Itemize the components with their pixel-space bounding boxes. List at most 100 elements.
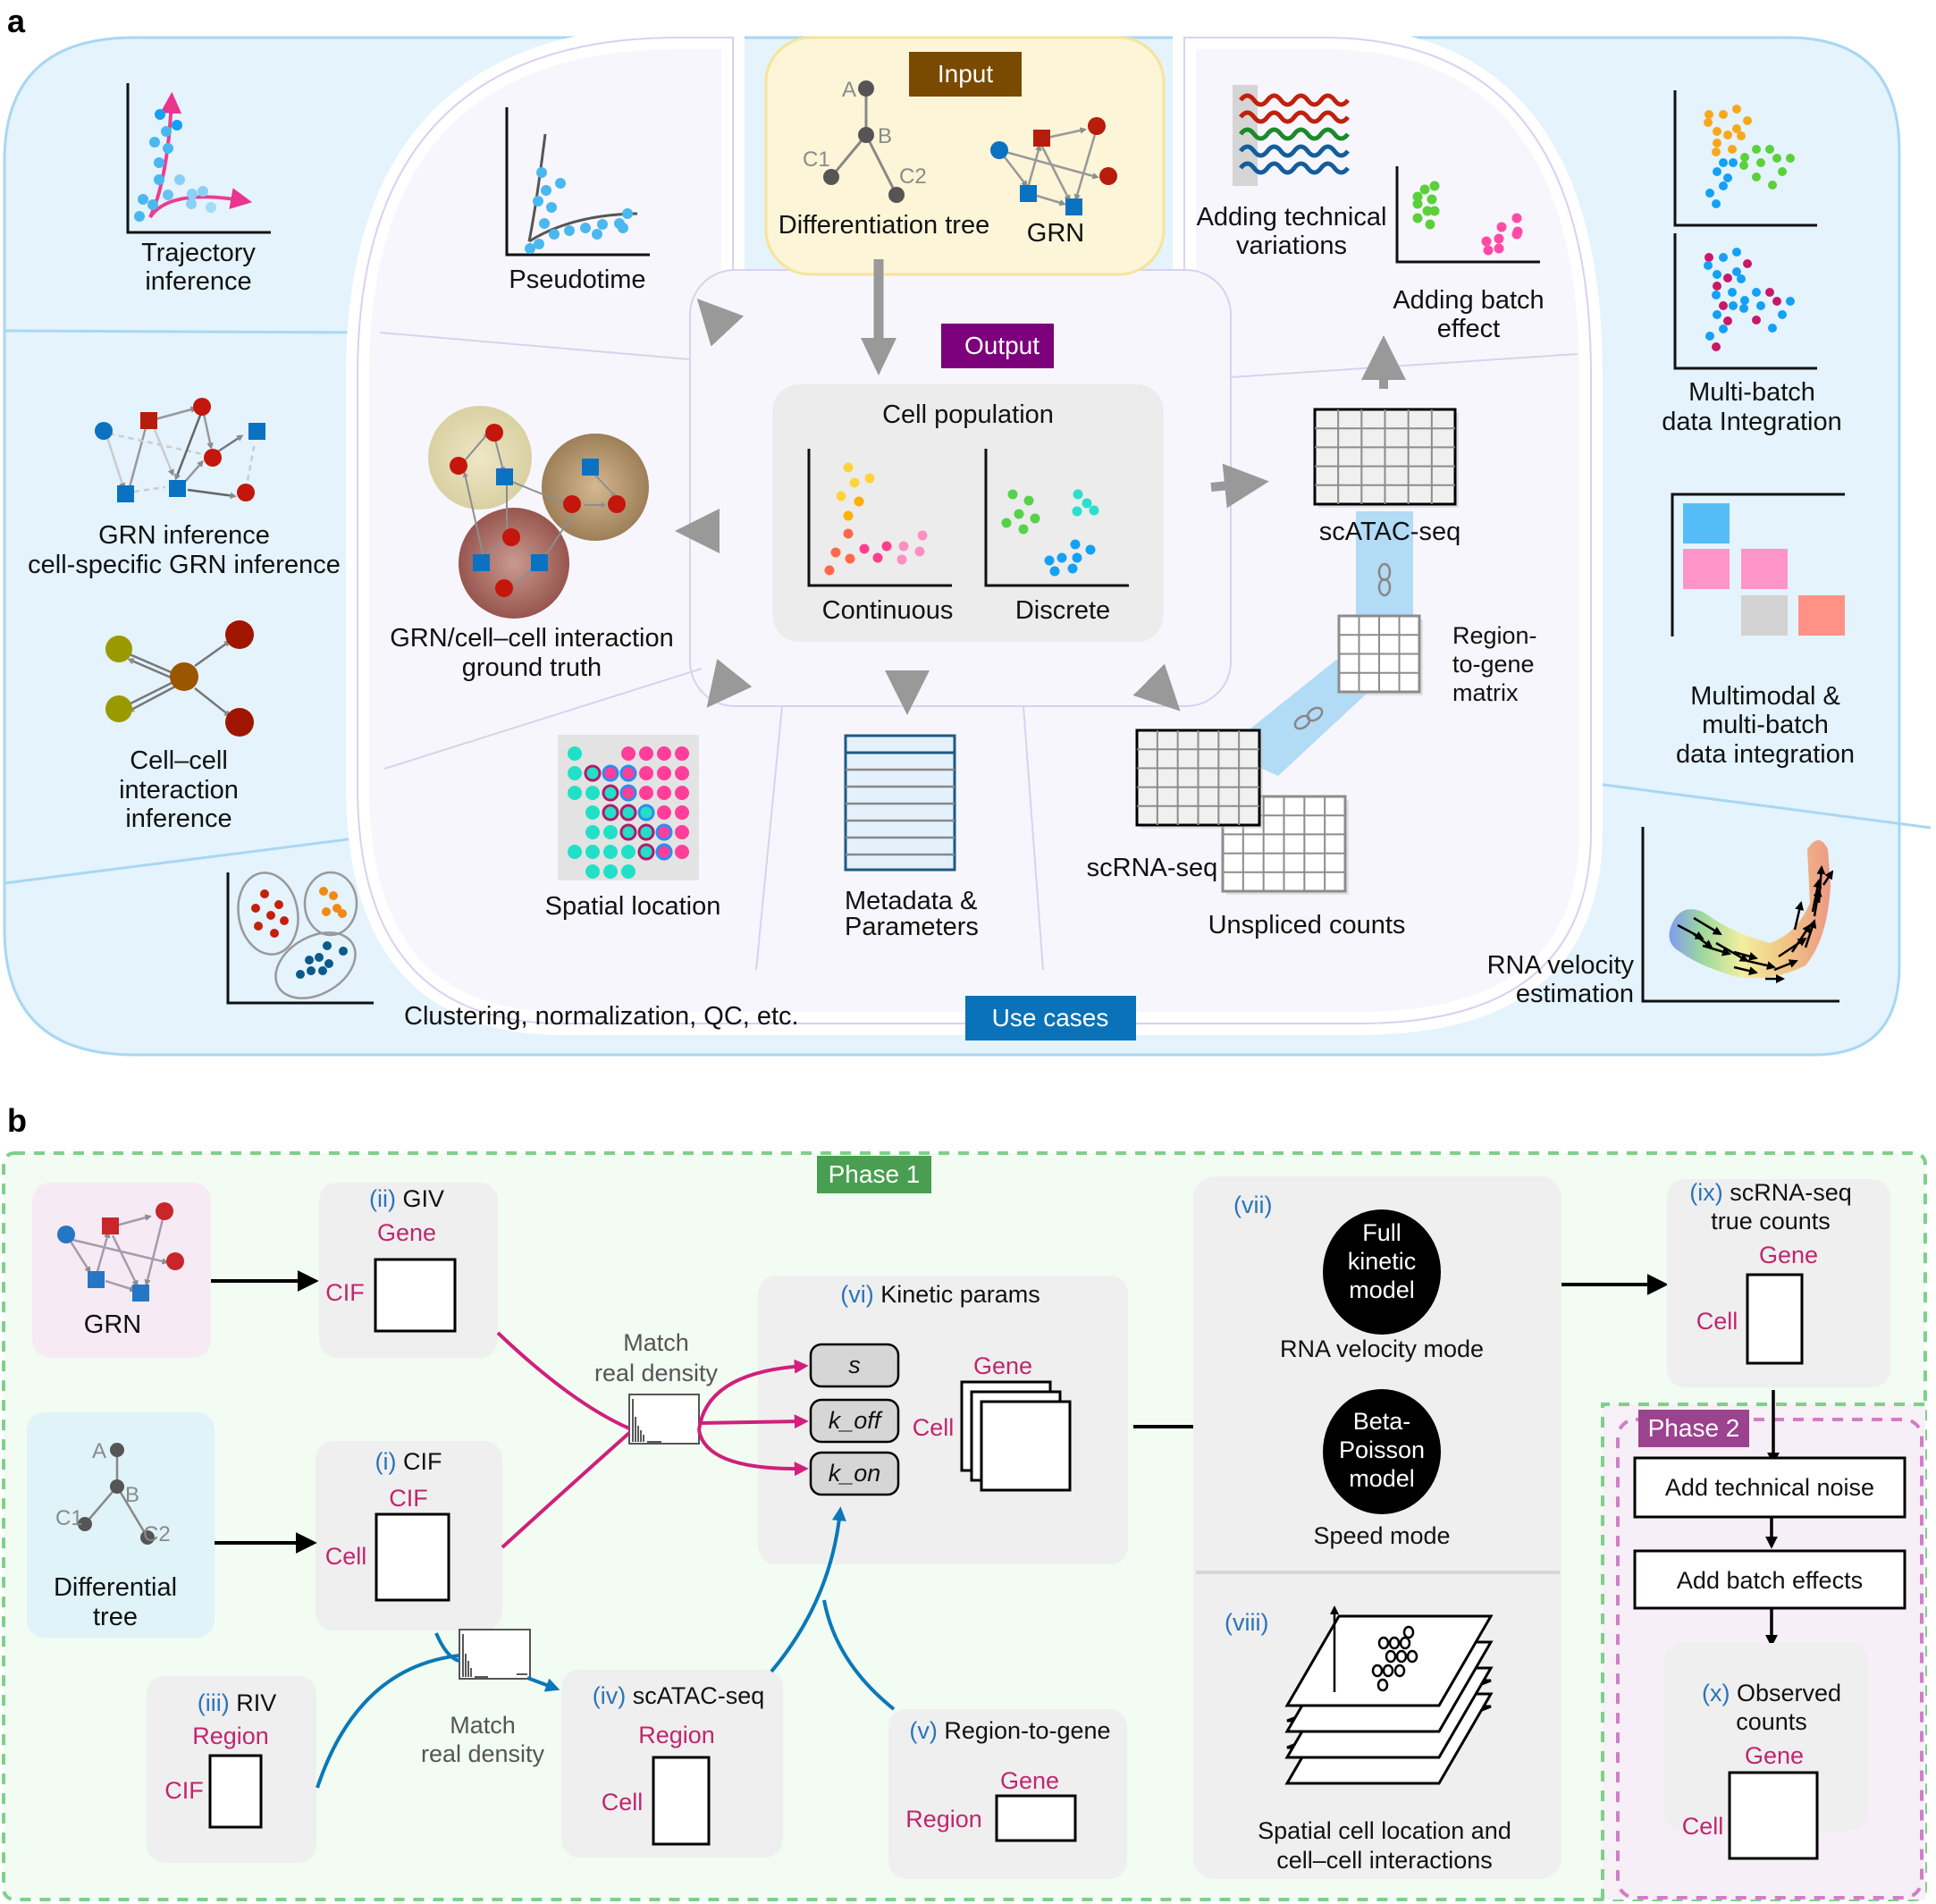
pseudotime-dot [549, 229, 560, 240]
batch-dot [1705, 110, 1713, 119]
observed-title-1: (x) Observed [1702, 1680, 1841, 1706]
true-counts-row-label: Cell [1696, 1308, 1738, 1335]
continuous-label: Continuous [822, 596, 954, 625]
spatial-dot [619, 784, 637, 802]
scatter-dot [845, 553, 855, 564]
velocity-arrow [1773, 959, 1798, 972]
region-to-gene-label-1: Region- [1452, 622, 1537, 649]
continuous-scatter [824, 462, 928, 576]
grn-inference-icon [95, 398, 265, 502]
spatial-dot [602, 804, 619, 821]
scatac-label: scATAC-seq [1319, 518, 1460, 546]
output-tag [941, 324, 1054, 368]
trajectory-dot [172, 120, 182, 131]
metadata-label-1: Metadata & [845, 887, 977, 915]
grn-ground-truth-label-2: ground truth [462, 653, 602, 682]
param-k-off: k_off [809, 1398, 900, 1444]
panel-a-letter: a [7, 3, 26, 39]
giv-title: (ii) GIV [369, 1185, 444, 1212]
cluster-dot [280, 916, 289, 925]
scatac-col-label: Region [638, 1722, 715, 1748]
batch-dot [1719, 158, 1728, 167]
batch-dot [1412, 191, 1423, 202]
cluster-dot [296, 970, 305, 979]
batch-dot [1712, 199, 1721, 208]
giv-matrix [374, 1258, 457, 1333]
batch-dot [1705, 332, 1714, 341]
scatter-dot [872, 552, 883, 563]
pseudotime-dot [525, 243, 535, 254]
trajectory-dot [174, 174, 185, 185]
spatial-dot [655, 823, 673, 841]
trajectory-dot [134, 211, 145, 222]
cluster-dot [307, 966, 316, 975]
batch-dot [1412, 213, 1423, 223]
spatial-dot [675, 766, 689, 780]
spatial-dots [568, 746, 689, 879]
clustering-plot [226, 871, 374, 1005]
wave-line [1239, 127, 1350, 141]
svg-text:C1: C1 [55, 1506, 83, 1530]
batch-dot [1752, 145, 1761, 154]
scatter-dot [1007, 489, 1018, 500]
svg-text:s: s [848, 1352, 861, 1378]
batch-dot [1483, 245, 1494, 256]
multi-batch-label-2: data Integration [1662, 408, 1842, 436]
speed-mode: Speed mode [1313, 1522, 1450, 1549]
batch-dot [1704, 118, 1713, 127]
svg-text:Poisson: Poisson [1339, 1436, 1425, 1463]
batch-dot [1729, 301, 1738, 310]
true-counts-title-1: (ix) scRNA-seq [1689, 1179, 1852, 1206]
cluster-dot [270, 929, 279, 938]
trajectory-dot [163, 190, 173, 200]
r2g-title: (v) Region-to-gene [909, 1717, 1110, 1744]
cell-population-box [772, 384, 1164, 642]
pseudotime-dot [539, 218, 550, 229]
spatial-dot [621, 845, 636, 859]
spatial-dot [585, 845, 600, 859]
batch-dot [1712, 147, 1721, 156]
riv-col-label: Region [192, 1723, 269, 1749]
add-batch-effects-step [1633, 1549, 1907, 1610]
batch-dot [1752, 288, 1761, 297]
spatial-dot [639, 766, 653, 780]
spatial-dot [675, 825, 689, 839]
scatter-dot [1049, 566, 1060, 577]
spatial-b-label-2: cell–cell interactions [1276, 1847, 1493, 1874]
observed-col-label: Gene [1745, 1742, 1804, 1769]
pseudotime-dot [536, 167, 547, 178]
spatial-dot [637, 804, 655, 821]
diff-tree-label-1: Differential [54, 1573, 177, 1602]
pseudotime-dot [622, 208, 633, 219]
scatter-dot [1085, 544, 1096, 555]
batch-dot [1729, 158, 1738, 167]
scatter-dot [1001, 518, 1012, 528]
batch-effect-label-2: effect [1437, 315, 1500, 343]
region-to-gene-label-3: matrix [1452, 679, 1519, 706]
scatter-dot [843, 510, 854, 521]
batch-dot [1705, 253, 1713, 262]
batch-dot [1429, 181, 1440, 191]
true-counts-matrix [1746, 1273, 1804, 1365]
svg-text:C2: C2 [899, 164, 927, 189]
scatter-dot [1089, 505, 1099, 516]
phase1-tag [817, 1156, 931, 1193]
match-density-2-line1: Match [450, 1712, 516, 1739]
batch-dot [1739, 161, 1748, 170]
batch-dot [1752, 173, 1761, 181]
scatter-dot [917, 530, 928, 541]
batch-dot [1705, 189, 1714, 198]
batch-dot [1739, 304, 1748, 313]
batch-dot [1732, 248, 1741, 257]
region-to-gene-matrix [1337, 614, 1423, 695]
batch-dot [1732, 267, 1741, 276]
velocity-arrow [1702, 944, 1731, 956]
spatial-dot [621, 864, 636, 879]
batch-dot [1752, 316, 1761, 324]
giv-col-label: Gene [377, 1219, 436, 1246]
cluster-dot [260, 889, 269, 898]
batch-effect-label-1: Adding batch [1393, 286, 1544, 315]
velocity-arrow [1816, 865, 1826, 904]
grn-b-icon [64, 1214, 169, 1293]
spatial-dot [657, 746, 671, 761]
